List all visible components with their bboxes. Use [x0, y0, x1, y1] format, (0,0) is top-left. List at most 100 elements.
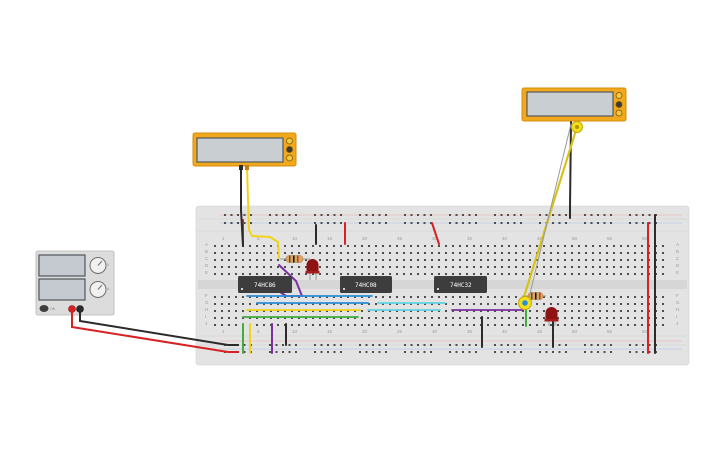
breadboard-hole[interactable] [333, 273, 335, 275]
breadboard-hole[interactable] [438, 303, 440, 305]
breadboard-hole[interactable] [312, 317, 314, 319]
breadboard-hole[interactable] [396, 259, 398, 261]
breadboard-hole[interactable] [385, 214, 387, 216]
breadboard-hole[interactable] [466, 252, 468, 254]
breadboard-hole[interactable] [613, 324, 615, 326]
breadboard-hole[interactable] [641, 317, 643, 319]
breadboard-hole[interactable] [275, 351, 278, 353]
breadboard-hole[interactable] [508, 252, 510, 254]
breadboard-hole[interactable] [284, 245, 286, 247]
breadboard-hole[interactable] [256, 324, 258, 326]
breadboard-hole[interactable] [284, 252, 286, 254]
wire-red-top-3[interactable] [431, 222, 440, 245]
breadboard-hole[interactable] [256, 252, 258, 254]
breadboard-hole[interactable] [396, 317, 398, 319]
breadboard-hole[interactable] [263, 310, 265, 312]
breadboard-hole[interactable] [340, 310, 342, 312]
breadboard-hole[interactable] [522, 317, 524, 319]
breadboard-hole[interactable] [269, 351, 271, 353]
breadboard-hole[interactable] [438, 273, 440, 275]
breadboard-hole[interactable] [550, 252, 552, 254]
breadboard-hole[interactable] [312, 273, 314, 275]
breadboard-hole[interactable] [620, 273, 622, 275]
breadboard-hole[interactable] [585, 245, 587, 247]
breadboard-hole[interactable] [613, 273, 615, 275]
breadboard-hole[interactable] [597, 344, 599, 346]
breadboard-hole[interactable] [445, 259, 447, 261]
breadboard-hole[interactable] [417, 317, 419, 319]
breadboard-hole[interactable] [468, 344, 471, 346]
breadboard-hole[interactable] [590, 214, 593, 216]
breadboard-hole[interactable] [228, 303, 230, 305]
breadboard-hole[interactable] [410, 351, 413, 353]
breadboard-hole[interactable] [585, 324, 587, 326]
breadboard-hole[interactable] [417, 310, 419, 312]
breadboard-hole[interactable] [235, 324, 237, 326]
breadboard-hole[interactable] [438, 252, 440, 254]
breadboard-hole[interactable] [634, 273, 636, 275]
breadboard-hole[interactable] [599, 310, 601, 312]
breadboard-hole[interactable] [214, 259, 216, 261]
breadboard-hole[interactable] [242, 296, 244, 298]
breadboard-hole[interactable] [494, 344, 496, 346]
breadboard-hole[interactable] [459, 317, 461, 319]
breadboard-hole[interactable] [389, 317, 391, 319]
breadboard-hole[interactable] [396, 296, 398, 298]
breadboard-hole[interactable] [277, 303, 279, 305]
breadboard-hole[interactable] [347, 296, 349, 298]
breadboard-hole[interactable] [298, 252, 300, 254]
breadboard-hole[interactable] [599, 259, 601, 261]
breadboard-hole[interactable] [340, 344, 342, 346]
breadboard-hole[interactable] [539, 344, 541, 346]
breadboard-hole[interactable] [445, 273, 447, 275]
breadboard-hole[interactable] [606, 317, 608, 319]
breadboard-hole[interactable] [641, 303, 643, 305]
breadboard-hole[interactable] [326, 245, 328, 247]
breadboard-hole[interactable] [565, 351, 567, 353]
multimeter-jack[interactable] [286, 146, 293, 153]
breadboard-hole[interactable] [515, 266, 517, 268]
breadboard-hole[interactable] [423, 222, 426, 224]
breadboard-hole[interactable] [571, 273, 573, 275]
breadboard-hole[interactable] [249, 310, 251, 312]
breadboard-hole[interactable] [410, 273, 412, 275]
breadboard-hole[interactable] [270, 296, 272, 298]
breadboard-hole[interactable] [507, 351, 509, 353]
breadboard-hole[interactable] [613, 303, 615, 305]
breadboard-hole[interactable] [242, 303, 244, 305]
breadboard-hole[interactable] [295, 222, 297, 224]
breadboard-hole[interactable] [359, 351, 361, 353]
breadboard-hole[interactable] [494, 303, 496, 305]
breadboard-hole[interactable] [641, 296, 643, 298]
breadboard-hole[interactable] [235, 310, 237, 312]
breadboard-hole[interactable] [480, 259, 482, 261]
breadboard-hole[interactable] [543, 266, 545, 268]
breadboard-hole[interactable] [320, 351, 323, 353]
breadboard-hole[interactable] [515, 317, 517, 319]
breadboard-hole[interactable] [314, 344, 316, 346]
breadboard-hole[interactable] [284, 259, 286, 261]
breadboard-hole[interactable] [277, 324, 279, 326]
breadboard-hole[interactable] [590, 351, 593, 353]
breadboard-hole[interactable] [627, 266, 629, 268]
breadboard-hole[interactable] [305, 310, 307, 312]
breadboard-hole[interactable] [642, 222, 644, 224]
breadboard-hole[interactable] [603, 351, 606, 353]
breadboard-hole[interactable] [513, 222, 516, 224]
breadboard-hole[interactable] [494, 317, 496, 319]
breadboard-hole[interactable] [536, 310, 538, 312]
breadboard-hole[interactable] [473, 310, 475, 312]
breadboard-hole[interactable] [501, 310, 503, 312]
breadboard-hole[interactable] [529, 266, 531, 268]
breadboard-hole[interactable] [263, 245, 265, 247]
breadboard-hole[interactable] [410, 252, 412, 254]
breadboard-hole[interactable] [501, 245, 503, 247]
breadboard-hole[interactable] [256, 273, 258, 275]
breadboard-hole[interactable] [347, 259, 349, 261]
breadboard-hole[interactable] [288, 222, 291, 224]
breadboard-hole[interactable] [288, 344, 291, 346]
breadboard-hole[interactable] [606, 259, 608, 261]
breadboard-hole[interactable] [475, 351, 477, 353]
breadboard-hole[interactable] [500, 351, 503, 353]
